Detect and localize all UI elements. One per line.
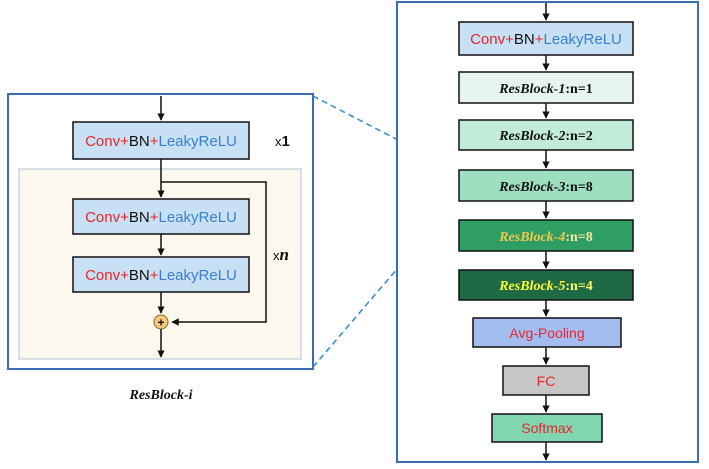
fc-box [502, 365, 590, 396]
pipeline-conv-label: Conv+BN+LeakyReLU [470, 31, 622, 48]
network-pipeline-panel: Conv+BN+LeakyReLU ResBlock-1:n=1 ResBloc… [396, 1, 699, 463]
resblock-2-box [458, 119, 634, 151]
avg-pooling-block: Avg-Pooling [472, 317, 622, 348]
resblock-3: ResBlock-3:n=8 [458, 169, 634, 202]
conv-block-top-box [72, 121, 250, 160]
add-node: + [153, 314, 169, 330]
resblock-detail-panel: Conv+BN+LeakyReLU x1 Conv+BN+LeakyReLU C… [7, 93, 314, 370]
zoom-connector-top [312, 95, 459, 172]
resblock-2: ResBlock-2:n=2 [458, 119, 634, 151]
fc-block: FC [502, 365, 590, 396]
avg-pooling-box [472, 317, 622, 348]
conv-block-inner-1-label: Conv+BN+LeakyReLU [85, 209, 237, 226]
conv-block-inner-1: Conv+BN+LeakyReLU [72, 198, 250, 235]
resblock-3-label: ResBlock-3:n=8 [498, 180, 593, 195]
fc-label: FC [537, 373, 556, 389]
pipeline-conv-block: Conv+BN+LeakyReLU [458, 21, 634, 56]
conv-block-top: Conv+BN+LeakyReLU [72, 121, 250, 160]
resblock-caption: ResBlock-i [129, 388, 193, 403]
multiplier-one: x1 [275, 133, 290, 150]
resblock-1-label: ResBlock-1:n=1 [498, 82, 593, 97]
avg-pooling-label: Avg-Pooling [509, 325, 584, 341]
resblock-5-box [458, 269, 634, 301]
resblock-4-label: ResBlock-4:n=8 [498, 230, 593, 245]
resblock-5-label: ResBlock-5:n=4 [498, 279, 593, 294]
resblock-1: ResBlock-1:n=1 [458, 71, 634, 104]
pipeline-conv-box [458, 21, 634, 56]
conv-block-inner-2-box [72, 256, 250, 293]
softmax-block: Softmax [491, 413, 603, 443]
skip-connection [161, 181, 267, 326]
conv-block-inner-2: Conv+BN+LeakyReLU [72, 256, 250, 293]
resblock-4: ResBlock-4:n=8 [458, 219, 634, 252]
softmax-box [491, 413, 603, 443]
resblock-4-box [458, 219, 634, 252]
resblock-5: ResBlock-5:n=4 [458, 269, 634, 301]
resblock-2-label: ResBlock-2:n=2 [498, 129, 593, 144]
add-symbol: + [157, 316, 164, 330]
resblock-3-box [458, 169, 634, 202]
multiplier-n: xn [273, 245, 289, 264]
conv-block-top-label: Conv+BN+LeakyReLU [85, 133, 237, 150]
softmax-label: Softmax [521, 420, 572, 436]
conv-block-inner-2-label: Conv+BN+LeakyReLU [85, 267, 237, 284]
